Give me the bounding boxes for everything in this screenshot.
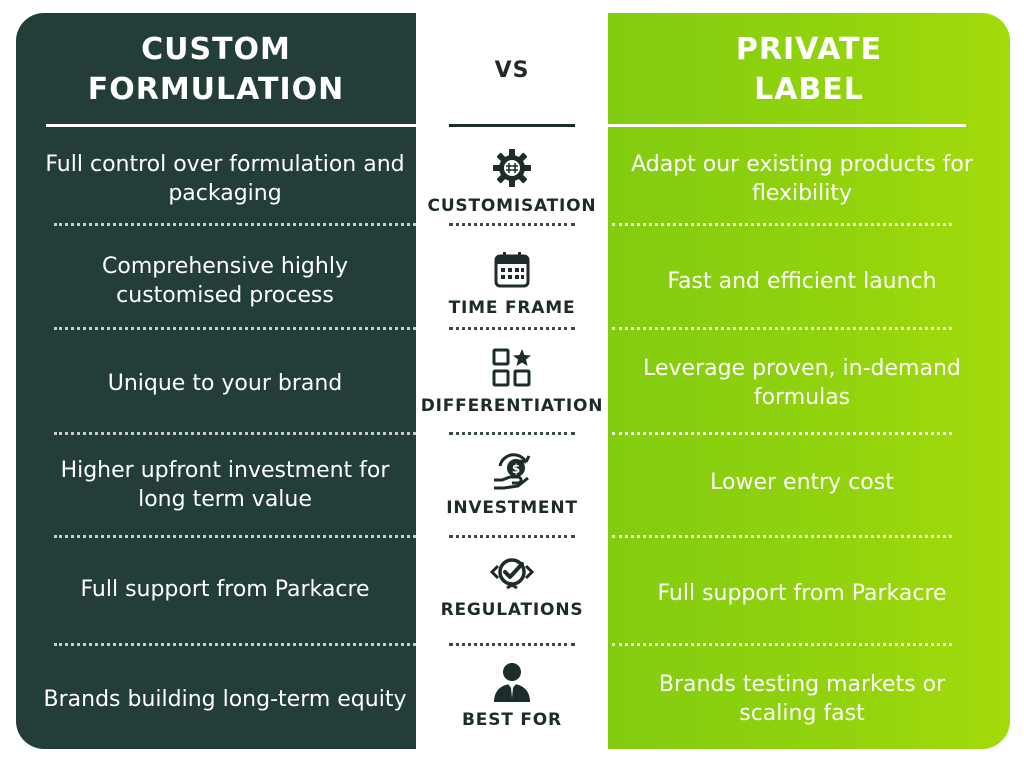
row-differentiation-criterion: DIFFERENTIATION [416, 346, 608, 416]
row-divider-left [54, 327, 416, 330]
vs-label: VS [494, 58, 530, 83]
private-label-heading-line2: LABEL [754, 72, 864, 107]
row-investment-right: Lower entry cost [710, 469, 894, 495]
private-label-panel [608, 13, 1010, 749]
row-customisation-right: Adapt our existing products for flexibil… [631, 152, 973, 206]
row-investment-criterion: $ INVESTMENT [416, 448, 608, 518]
row-customisation-criterion: CUSTOMISATION [416, 146, 608, 216]
header-divider-left [46, 124, 416, 127]
row-time-frame-criterion: TIME FRAME [416, 248, 608, 318]
gear-icon [493, 149, 531, 187]
criterion-label: INVESTMENT [446, 498, 578, 518]
row-customisation-left: Full control over formulation and packag… [45, 152, 405, 206]
row-best-for-criterion: BEST FOR [416, 660, 608, 730]
criterion-label: REGULATIONS [440, 600, 584, 620]
row-divider-right [612, 223, 952, 226]
row-time-frame-right: Fast and efficient launch [667, 268, 937, 294]
row-divider-right [612, 643, 952, 646]
svg-text:$: $ [512, 462, 520, 476]
row-divider-right [612, 327, 952, 330]
squares-star-icon [492, 348, 531, 387]
row-divider-left [54, 432, 416, 435]
custom-formulation-panel [16, 13, 416, 749]
row-divider-right [612, 432, 952, 435]
row-divider-left [54, 223, 416, 226]
row-best-for-left: Brands building long-term equity [43, 686, 407, 712]
row-differentiation-right: Leverage proven, in-demand formulas [643, 356, 961, 410]
row-regulations-left: Full support from Parkacre [80, 576, 370, 602]
row-regulations-right: Full support from Parkacre [657, 580, 947, 606]
row-divider-left [54, 535, 416, 538]
criterion-label: CUSTOMISATION [427, 196, 597, 216]
row-divider-center [449, 432, 575, 435]
row-investment-left: Higher upfront investment for long term … [60, 458, 390, 512]
criterion-label: DIFFERENTIATION [420, 396, 604, 416]
businessman-icon [494, 663, 530, 702]
custom-formulation-heading-line1: CUSTOM [141, 32, 291, 67]
row-divider-center [449, 643, 575, 646]
badge-check-icon [490, 558, 534, 590]
criterion-label: BEST FOR [462, 710, 562, 730]
row-divider-center [449, 327, 575, 330]
calendar-icon [494, 252, 530, 288]
header-divider-right [608, 124, 966, 127]
row-differentiation-left: Unique to your brand [107, 370, 343, 396]
row-divider-center [449, 535, 575, 538]
row-time-frame-left: Comprehensive highly customised process [102, 254, 348, 308]
private-label-heading: PRIVATE LABEL [608, 30, 1010, 110]
row-best-for-right: Brands testing markets or scaling fast [658, 672, 946, 726]
row-divider-left [54, 643, 416, 646]
money-hand-icon: $ [494, 453, 531, 490]
row-regulations-criterion: REGULATIONS [416, 550, 608, 620]
custom-formulation-heading-line2: FORMULATION [87, 72, 345, 107]
row-divider-center [449, 223, 575, 226]
row-divider-right [612, 535, 952, 538]
criterion-label: TIME FRAME [448, 298, 576, 318]
header-divider-center [449, 124, 575, 127]
private-label-heading-line1: PRIVATE [735, 32, 883, 67]
custom-formulation-heading: CUSTOM FORMULATION [16, 30, 416, 110]
